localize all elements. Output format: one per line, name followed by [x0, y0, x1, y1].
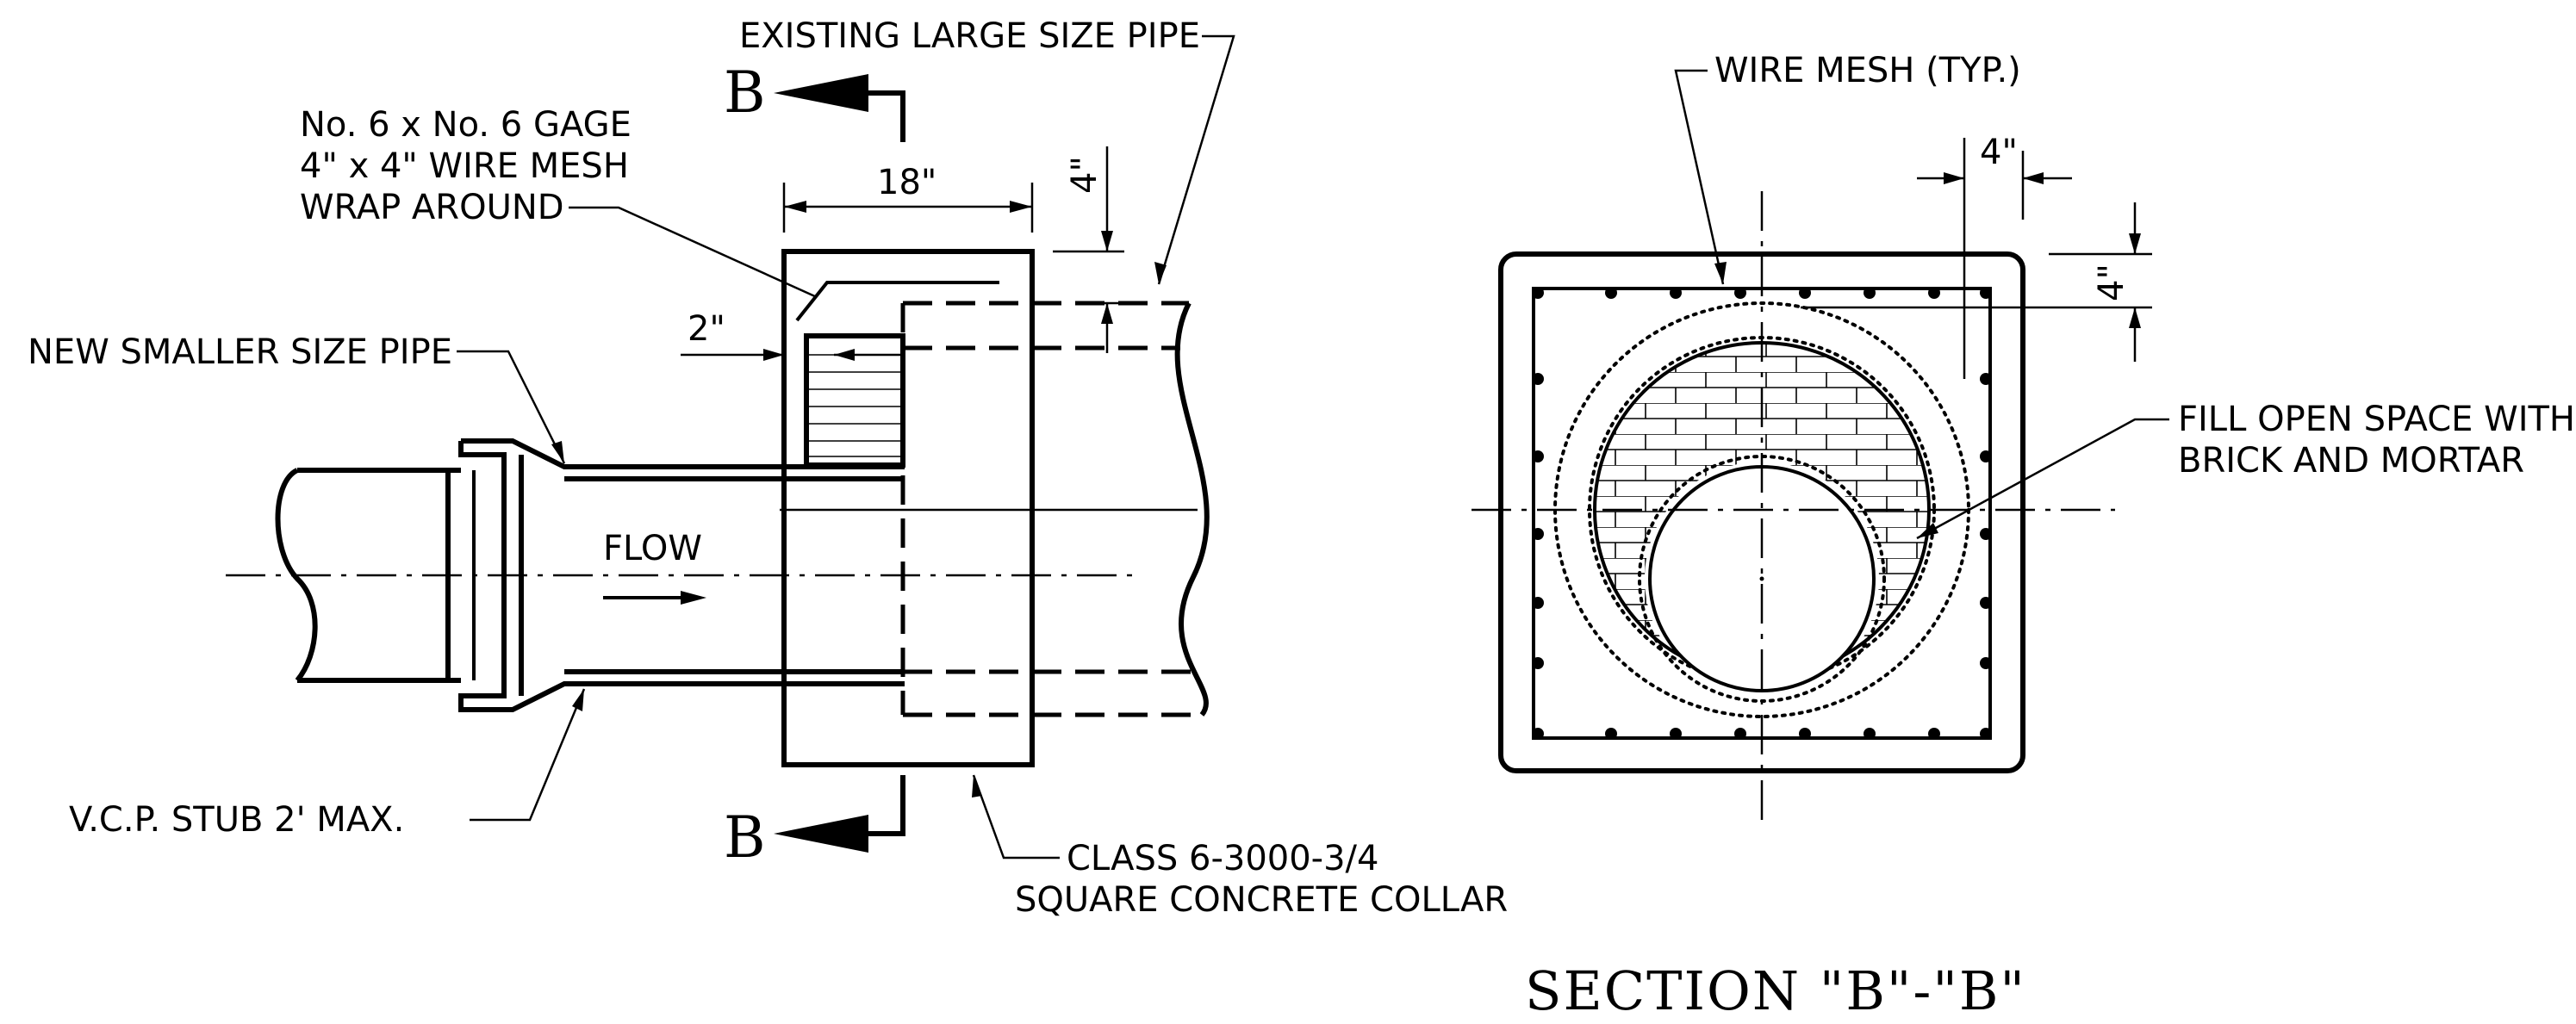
- label-new-pipe: NEW SMALLER SIZE PIPE: [28, 332, 566, 464]
- label-wire-mesh-typ: WIRE MESH (TYP.): [1674, 51, 2021, 285]
- section-view: 4" 4" WIRE MESH (TYP.) FILL OPEN SPACE W…: [1472, 51, 2575, 1022]
- dim-4-vertical-label: 4": [1065, 156, 1104, 194]
- existing-pipe-label: EXISTING LARGE SIZE PIPE: [739, 16, 1200, 56]
- dim-inner-gap: 2": [681, 309, 903, 361]
- concrete-collar: [781, 249, 1035, 767]
- flow-label: FLOW: [603, 529, 702, 568]
- gage-line3: WRAP AROUND: [300, 188, 564, 227]
- dim-top-clearance: 4": [1053, 146, 1124, 353]
- section-cut-top: B: [724, 59, 905, 142]
- gage-line2: 4" x 4" WIRE MESH: [300, 146, 629, 186]
- flow-arrow: FLOW: [603, 529, 706, 605]
- label-collar: CLASS 6-3000-3/4 SQUARE CONCRETE COLLAR: [972, 774, 1508, 920]
- dim-18-label: 18": [877, 163, 936, 202]
- vcp-stub-label: V.C.P. STUB 2' MAX.: [69, 800, 404, 840]
- section-title: SECTION "B"-"B": [1525, 959, 2026, 1022]
- new-pipe-label: NEW SMALLER SIZE PIPE: [28, 332, 452, 372]
- section-mark-top: B: [724, 59, 766, 126]
- rebar-dots: [1532, 287, 1992, 740]
- existing-large-pipe: [780, 293, 1210, 732]
- wire-mesh-wrap: [795, 281, 999, 322]
- label-fill: FILL OPEN SPACE WITH BRICK AND MORTAR: [1916, 400, 2575, 540]
- dim-collar-length: 18": [782, 163, 1034, 233]
- section-collar-outline: [1498, 251, 2025, 773]
- collar-line2: SQUARE CONCRETE COLLAR: [1015, 880, 1508, 920]
- section-mark-bottom: B: [724, 804, 766, 871]
- label-wire-mesh-wrap: No. 6 x No. 6 GAGE 4" x 4" WIRE MESH WRA…: [300, 105, 818, 299]
- label-vcp-stub: V.C.P. STUB 2' MAX.: [69, 688, 586, 840]
- label-existing-pipe: EXISTING LARGE SIZE PIPE: [739, 16, 1235, 285]
- dim-section-side: 4": [1917, 133, 2072, 379]
- collar-line1: CLASS 6-3000-3/4: [1067, 839, 1378, 878]
- vcp-stub-bell: [458, 438, 905, 712]
- section-dim-side-label: 4": [1980, 133, 2018, 172]
- section-dim-top-label: 4": [2092, 264, 2131, 301]
- fill-line2: BRICK AND MORTAR: [2178, 441, 2524, 481]
- dim-section-top: 4": [1801, 202, 2152, 362]
- dim-2-label: 2": [688, 309, 725, 349]
- section-cut-bottom: B: [724, 775, 905, 871]
- profile-view: FLOW B B 18": [28, 16, 1508, 920]
- fill-line1: FILL OPEN SPACE WITH: [2178, 400, 2575, 439]
- new-smaller-pipe: [275, 468, 476, 683]
- gage-line1: No. 6 x No. 6 GAGE: [300, 105, 632, 145]
- wire-mesh-typ-label: WIRE MESH (TYP.): [1714, 51, 2021, 90]
